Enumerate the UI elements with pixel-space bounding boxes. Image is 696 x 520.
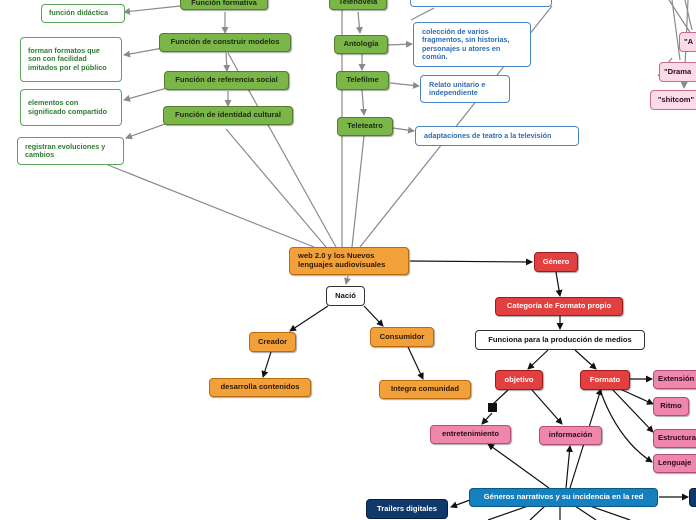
node-trailers-digitales[interactable]: Trailers digitales — [366, 499, 448, 519]
edge — [107, 164, 315, 248]
edge — [261, 351, 272, 378]
node-drama-partial[interactable]: "Drama — [659, 62, 696, 82]
edge — [360, 89, 368, 116]
node-antologia[interactable]: Antología — [334, 35, 388, 54]
node-telenovela[interactable]: Telenovela — [329, 0, 387, 10]
node-teleteatro[interactable]: Teleteatro — [337, 117, 393, 136]
edge — [344, 275, 351, 285]
edge — [387, 40, 413, 48]
edge — [599, 389, 653, 463]
edge — [574, 349, 597, 370]
node-shitcom-partial[interactable]: "shitcom" — [650, 90, 696, 110]
edge — [392, 126, 415, 134]
node-creador[interactable]: Creador — [249, 332, 296, 352]
edge — [619, 388, 654, 405]
node-integra-comunidad[interactable]: Integra comunidad — [379, 380, 471, 399]
node-informacion[interactable]: información — [539, 426, 602, 445]
edge — [589, 505, 631, 520]
edge — [529, 505, 546, 520]
edge — [351, 135, 365, 248]
node-entretenimiento[interactable]: entretenimiento — [430, 425, 511, 444]
edge — [565, 445, 573, 489]
edge — [491, 389, 509, 406]
node-estructura[interactable]: Estructura — [653, 429, 696, 448]
edge — [684, 0, 693, 31]
node-web20[interactable]: web 2.0 y los Nuevos lenguajes audiovisu… — [289, 247, 409, 275]
node-genero[interactable]: Género — [534, 252, 578, 272]
node-funcion-identidad-cultural[interactable]: Función de identidad cultural — [163, 106, 293, 125]
edge — [125, 123, 166, 140]
edge — [574, 505, 597, 520]
node-desarrolla-contenidos[interactable]: desarrolla contenidos — [209, 378, 311, 397]
edge — [450, 499, 471, 509]
node-telefilme[interactable]: Telefilme — [336, 71, 389, 90]
edge — [531, 389, 563, 425]
note-formatos-facilidad[interactable]: forman formatos que son con facilidad im… — [20, 37, 122, 82]
edge — [223, 52, 231, 72]
edge — [555, 271, 563, 297]
note-top-partial[interactable] — [410, 0, 552, 7]
node-a-partial[interactable]: "A — [679, 32, 696, 52]
edge — [123, 47, 164, 58]
edge — [225, 128, 327, 248]
node-ritmo[interactable]: Ritmo — [653, 397, 689, 416]
edge — [410, 7, 435, 21]
node-right-partial[interactable] — [689, 488, 696, 507]
node-funciona-produccion[interactable]: Funciona para la producción de medios — [475, 330, 645, 350]
note-elementos-significado[interactable]: elementos con significado compartido — [20, 89, 122, 126]
edge — [527, 349, 549, 370]
edge — [289, 305, 329, 332]
edge — [389, 81, 420, 89]
edge — [407, 346, 424, 380]
edge — [355, 11, 363, 34]
node-lenguaje[interactable]: Lenguaje — [653, 454, 696, 473]
node-consumidor[interactable]: Consumidor — [370, 327, 434, 347]
node-generos-narrativos[interactable]: Géneros narrativos y su incidencia en la… — [469, 488, 658, 507]
note-funcion-didactica[interactable]: función didáctica — [41, 4, 125, 23]
node-funcion-formativa[interactable]: Función formativa — [180, 0, 268, 10]
node-objetivo[interactable]: objetivo — [495, 370, 543, 390]
note-registran-evoluciones[interactable]: registran evoluciones y cambios — [17, 137, 124, 165]
edge — [363, 305, 384, 327]
edge — [487, 443, 550, 489]
edge — [487, 505, 529, 520]
junction-marker — [488, 403, 497, 412]
edge — [409, 258, 533, 266]
node-formato[interactable]: Formato — [580, 370, 630, 390]
note-coleccion-fragmentos[interactable]: colección de varios fragmentos, sin hist… — [413, 22, 531, 67]
node-categoria-formato[interactable]: Categoría de Formato propio — [495, 297, 623, 316]
edge — [123, 5, 181, 15]
node-nacio[interactable]: Nació — [326, 286, 365, 306]
edge — [481, 412, 493, 425]
note-adaptaciones-teatro[interactable]: adaptaciones de teatro a la televisión — [415, 126, 579, 146]
node-funcion-referencia-social[interactable]: Función de referencia social — [164, 71, 289, 90]
edge — [671, 0, 681, 61]
node-extension[interactable]: Extensión — [653, 370, 696, 389]
edge — [123, 87, 168, 102]
note-relato-unitario[interactable]: Relato unitario e independiente — [420, 75, 510, 103]
edge — [611, 388, 654, 433]
node-funcion-construir-modelos[interactable]: Función de construir modelos — [159, 33, 291, 52]
